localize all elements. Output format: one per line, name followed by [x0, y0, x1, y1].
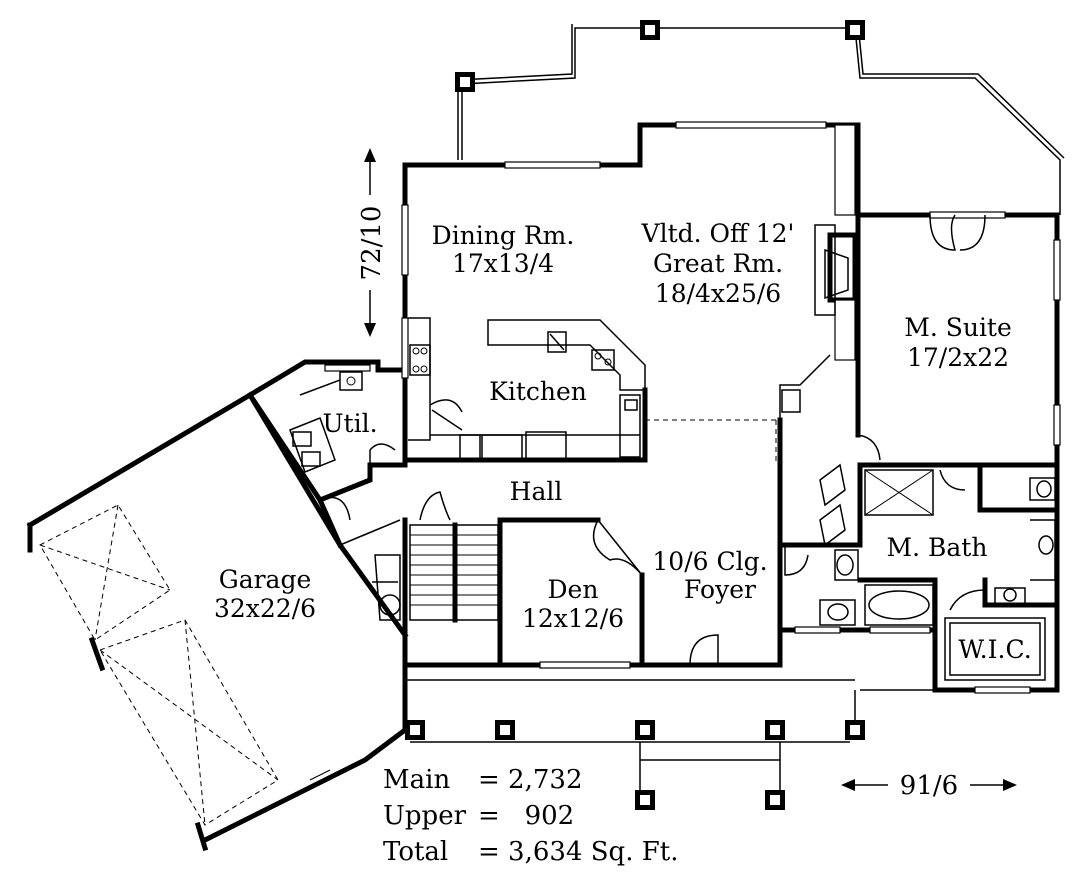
post — [765, 790, 785, 810]
great-room-size: 18/4x25/6 — [655, 279, 781, 308]
garage-doors — [39, 504, 331, 852]
windows — [324, 121, 1061, 694]
area-label-total: Total — [383, 837, 448, 867]
width-dimension: 91/6 — [841, 771, 1017, 801]
closet-box — [944, 617, 1046, 681]
kitchen-cabinets — [408, 317, 646, 461]
wic-name: W.I.C. — [958, 635, 1031, 664]
porch-posts — [405, 20, 865, 810]
post — [635, 720, 655, 740]
post — [495, 720, 515, 740]
post — [455, 72, 475, 92]
great-room-corner — [779, 354, 831, 420]
doors — [592, 214, 986, 666]
dining-room-size: 17x13/4 — [452, 249, 554, 278]
utility-fixtures — [289, 371, 401, 546]
master-suite-size: 17/2x22 — [907, 343, 1009, 372]
rear-deck — [457, 23, 1065, 215]
post — [640, 20, 660, 40]
foyer-ceiling: 10/6 Clg. — [652, 547, 767, 576]
area-label-main: Main — [383, 765, 450, 795]
kitchen-name: Kitchen — [489, 377, 587, 406]
area-label-upper: Upper — [383, 801, 467, 831]
den-size: 12x12/6 — [522, 604, 624, 633]
garage-name: Garage — [219, 565, 312, 594]
area-value-total: = 3,634 Sq. Ft. — [478, 837, 678, 867]
room-labels: Dining Rm. 17x13/4 Vltd. Off 12' Great R… — [214, 219, 1032, 664]
garage-size: 32x22/6 — [214, 594, 316, 623]
post — [845, 720, 865, 740]
post — [765, 720, 785, 740]
depth-dimension: 72/10 — [357, 148, 387, 337]
area-value-upper: = 902 — [478, 801, 574, 831]
width-dimension-label: 91/6 — [900, 771, 958, 801]
hall-name: Hall — [510, 477, 563, 506]
dining-room-name: Dining Rm. — [432, 221, 575, 250]
area-value-main: = 2,732 — [478, 765, 582, 795]
post — [845, 20, 865, 40]
great-room-ceiling: Vltd. Off 12' — [641, 219, 795, 248]
open-plan-markers — [565, 419, 780, 465]
post — [405, 720, 425, 740]
post — [635, 790, 655, 810]
foyer-name: Foyer — [684, 575, 756, 604]
master-bath-name: M. Bath — [887, 533, 988, 562]
great-room-name: Great Rm. — [653, 249, 783, 278]
stairs — [372, 491, 499, 623]
master-suite-name: M. Suite — [904, 313, 1012, 342]
front-porch — [405, 679, 935, 798]
depth-dimension-label: 72/10 — [357, 206, 387, 281]
area-summary: Main = 2,732 Upper = 902 Total = 3,634 S… — [383, 765, 678, 867]
fireplace — [814, 224, 849, 316]
master-bath-fixtures — [819, 469, 1056, 626]
util-name: Util. — [322, 409, 377, 438]
den-name: Den — [548, 575, 599, 604]
